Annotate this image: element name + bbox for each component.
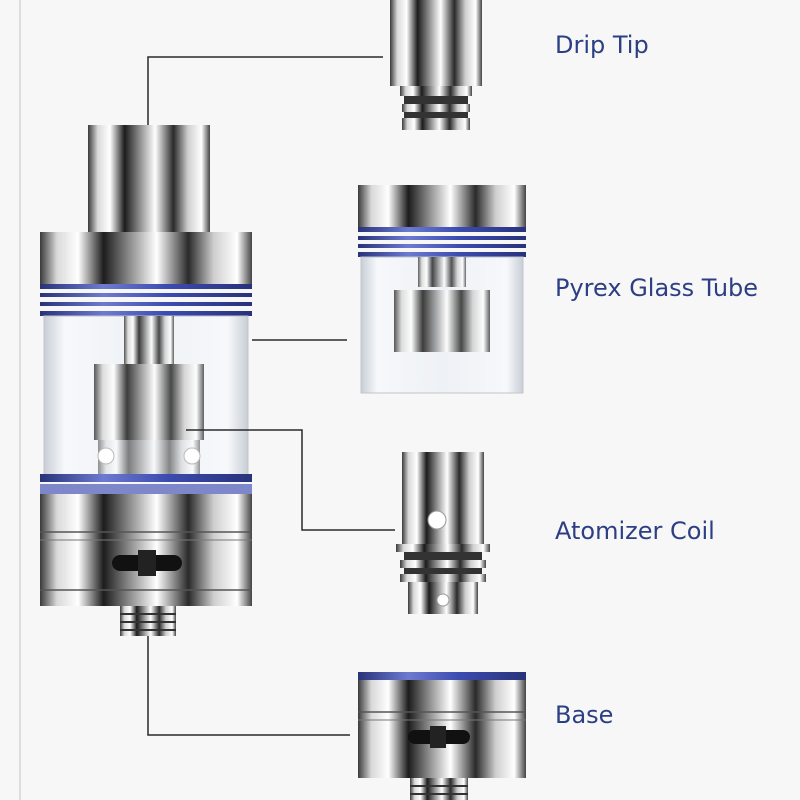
drip-tip-part: [390, 0, 482, 130]
pyrex-tube-part: [358, 185, 526, 394]
label-base: Base: [555, 701, 614, 729]
label-drip-tip: Drip Tip: [555, 31, 649, 59]
leader-lines: [147, 56, 395, 736]
base-part: [358, 672, 526, 800]
leader-line-base: [147, 636, 350, 736]
label-pyrex-glass-tube: Pyrex Glass Tube: [555, 274, 759, 302]
leader-line-drip-tip: [147, 56, 383, 125]
assembled-tank: [40, 125, 252, 636]
atomizer-coil-part: [396, 452, 490, 614]
leader-line-coil: [186, 429, 395, 531]
label-atomizer-coil: Atomizer Coil: [555, 517, 715, 545]
